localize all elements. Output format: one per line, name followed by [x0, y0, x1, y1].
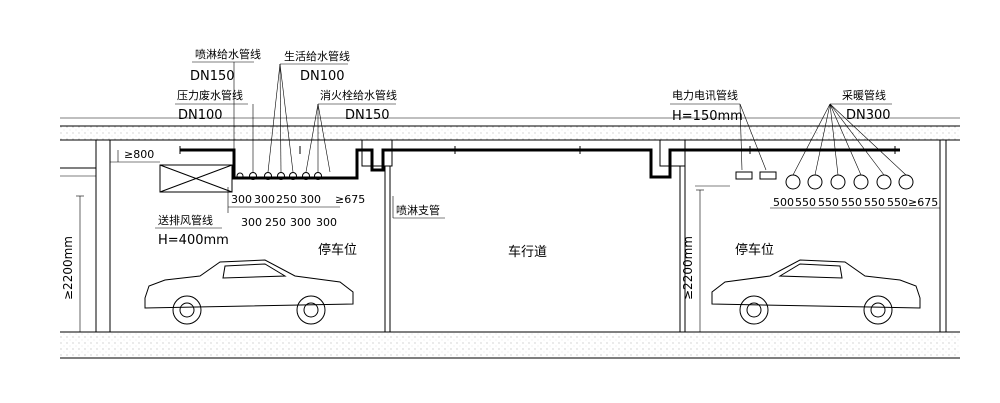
- label-driveway: 车行道: [508, 244, 547, 260]
- label-pressure-waste-pipe: 压力废水管线: [177, 88, 243, 102]
- dimension-value: 550: [795, 196, 816, 209]
- label-spray-branch: 喷淋支管: [396, 203, 440, 217]
- dimension-value: 300: [231, 193, 252, 206]
- left-pipe-group: [233, 62, 331, 180]
- label-parking-left: 停车位: [318, 242, 357, 258]
- dimension-value: 300: [254, 193, 275, 206]
- dimension-lines: [76, 150, 940, 332]
- label-power-pipe: 电力电讯管线: [672, 88, 738, 102]
- heating-pipes: [785, 103, 914, 190]
- dimension-value: 500: [773, 196, 794, 209]
- dimension-value: 550: [887, 196, 908, 209]
- label-heating-pipe: 采暖管线: [842, 88, 886, 102]
- label-hydrant-dn: DN150: [345, 108, 390, 123]
- dimension-value: 250: [265, 216, 286, 229]
- dimension-value: 550: [818, 196, 839, 209]
- label-parking-right: 停车位: [735, 242, 774, 258]
- dimension-value: 550: [841, 196, 862, 209]
- center-beam: [361, 139, 686, 167]
- left-wall: [60, 140, 111, 332]
- label-exhaust-h: H=400mm: [158, 233, 229, 248]
- label-power-h: H=150mm: [672, 109, 743, 124]
- dimension-value: 300: [290, 216, 311, 229]
- label-gap-800: ≥800: [124, 148, 154, 161]
- ceiling-slab: [60, 117, 960, 141]
- power-conduits: [735, 103, 777, 180]
- label-underlines: [155, 61, 892, 229]
- columns: [384, 140, 947, 332]
- dimension-value: 250: [276, 193, 297, 206]
- label-heating-dn: DN300: [846, 108, 891, 123]
- car-right: [711, 259, 921, 325]
- dimension-value: ≥675: [908, 196, 938, 209]
- label-hydrant-pipe: 消火栓给水管线: [320, 88, 397, 102]
- label-exhaust-duct: 送排风管线: [158, 213, 213, 227]
- dimension-value: 550: [864, 196, 885, 209]
- dimension-value: 300: [241, 216, 262, 229]
- label-spray-pipe: 喷淋给水管线: [195, 47, 261, 61]
- floor-slab: [60, 331, 960, 359]
- dimension-value: 300: [300, 193, 321, 206]
- label-domestic-pipe: 生活给水管线: [284, 49, 350, 63]
- label-spray-dn: DN150: [190, 69, 235, 84]
- label-height-right: ≥2200mm: [681, 236, 695, 300]
- dimension-value: ≥675: [335, 193, 365, 206]
- label-pressure-waste-dn: DN100: [178, 108, 223, 123]
- main-spray-pipe: [179, 146, 900, 180]
- dimension-value: 300: [316, 216, 337, 229]
- exhaust-duct: [110, 161, 233, 193]
- label-height-left: ≥2200mm: [61, 236, 75, 300]
- car-left: [144, 259, 354, 325]
- label-domestic-dn: DN100: [300, 69, 345, 84]
